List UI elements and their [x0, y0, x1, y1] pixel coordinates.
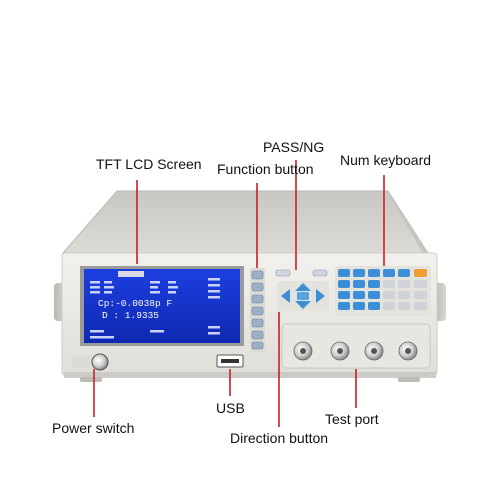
keypad-key[interactable]	[368, 291, 380, 299]
label-function-button: Function button	[217, 161, 314, 177]
direction-down-button[interactable]	[295, 301, 311, 309]
num-keyboard	[335, 266, 431, 316]
label-power-switch: Power switch	[52, 420, 135, 436]
keypad-key[interactable]	[353, 291, 365, 299]
keypad-key[interactable]	[338, 269, 350, 277]
keypad-key[interactable]	[368, 269, 380, 277]
keypad-key[interactable]	[353, 280, 365, 288]
keypad-key-digit[interactable]	[414, 302, 427, 310]
screen-header-tab	[118, 271, 144, 277]
keypad-key-digit[interactable]	[398, 291, 410, 299]
keypad-key-digit[interactable]	[383, 280, 395, 288]
function-button-4[interactable]	[251, 306, 264, 316]
direction-left-button[interactable]	[281, 289, 290, 303]
test-port-terminal-1[interactable]	[293, 341, 313, 361]
keypad-key[interactable]	[353, 269, 365, 277]
keypad-key-digit[interactable]	[414, 291, 427, 299]
keypad-key[interactable]	[353, 302, 365, 310]
label-num-keyboard: Num keyboard	[340, 152, 432, 168]
direction-pad	[277, 281, 329, 311]
test-port-terminal-3[interactable]	[364, 341, 384, 361]
keypad-key[interactable]	[338, 291, 350, 299]
direction-right-button[interactable]	[316, 289, 325, 303]
function-button-3[interactable]	[251, 294, 264, 304]
pass-ng-indicators	[275, 269, 328, 277]
test-port-panel	[281, 323, 431, 369]
direction-up-button[interactable]	[295, 283, 311, 291]
keypad-key[interactable]	[368, 302, 380, 310]
keypad-key[interactable]	[338, 280, 350, 288]
keypad-key[interactable]	[398, 269, 410, 277]
keypad-key-digit[interactable]	[383, 302, 395, 310]
keypad-key[interactable]	[368, 280, 380, 288]
label-test-port: Test port	[325, 411, 379, 427]
label-usb: USB	[216, 400, 245, 416]
usb-port[interactable]	[216, 354, 244, 368]
screen-readout-cp: Cp:-0.0038p F	[98, 298, 172, 309]
power-switch[interactable]	[72, 353, 109, 371]
keypad-key[interactable]	[338, 302, 350, 310]
callout-leader-lines	[93, 160, 385, 427]
keypad-key[interactable]	[383, 269, 395, 277]
label-direction-button: Direction button	[230, 430, 329, 446]
keypad-key-orange[interactable]	[414, 269, 427, 277]
tft-lcd-screen: Cp:-0.0038p F D : 1.9335	[80, 266, 244, 346]
test-port-terminal-4[interactable]	[398, 341, 418, 361]
function-button-1[interactable]	[251, 270, 264, 280]
test-port-terminal-2[interactable]	[330, 341, 350, 361]
function-buttons	[250, 268, 265, 352]
keypad-key-digit[interactable]	[398, 302, 410, 310]
keypad-key-digit[interactable]	[414, 280, 427, 288]
pass-indicator	[275, 269, 291, 277]
keypad-key-digit[interactable]	[398, 280, 410, 288]
function-button-6[interactable]	[251, 330, 264, 340]
screen-menu-rows	[90, 278, 220, 339]
ng-indicator	[312, 269, 328, 277]
label-pass-ng: PASS/NG	[263, 139, 325, 155]
direction-ok-button[interactable]	[297, 292, 309, 300]
function-button-2[interactable]	[251, 282, 264, 292]
label-tft-lcd-screen: TFT LCD Screen	[96, 156, 202, 172]
screen-readout-d: D : 1.9335	[102, 310, 159, 321]
function-button-7[interactable]	[251, 341, 264, 350]
keypad-key-digit[interactable]	[383, 291, 395, 299]
function-button-5[interactable]	[251, 318, 264, 328]
